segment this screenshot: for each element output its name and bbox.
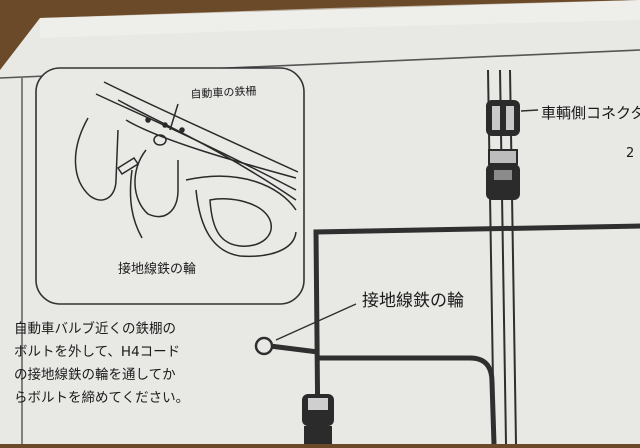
vehicle-connector-label: 車輌側コネクタ — [541, 104, 640, 122]
inset-drawing — [74, 81, 299, 258]
inset-label-ground-ring: 接地線鉄の輪 — [118, 262, 197, 277]
page-mark: 2 — [626, 146, 635, 161]
ground-ring-icon — [254, 336, 274, 356]
instruction-line: の接地線鉄の輪を通してか — [14, 367, 176, 383]
vehicle-connector-icon — [486, 100, 520, 136]
plug-connector-icon — [486, 149, 520, 200]
paper-fold-shadow — [40, 0, 640, 38]
h4-connector-icon — [302, 394, 334, 444]
instruction-line: ボルトを外して、H4コード — [14, 344, 181, 360]
ground-ring-label: 接地線鉄の輪 — [362, 291, 464, 311]
instruction-line: 自動車バルブ近くの鉄棚の — [14, 321, 176, 337]
instruction-text: 自動車バルブ近くの鉄棚の ボルトを外して、H4コード の接地線鉄の輪を通してか … — [14, 318, 274, 410]
instruction-line: らボルトを締めてください。 — [14, 390, 190, 406]
